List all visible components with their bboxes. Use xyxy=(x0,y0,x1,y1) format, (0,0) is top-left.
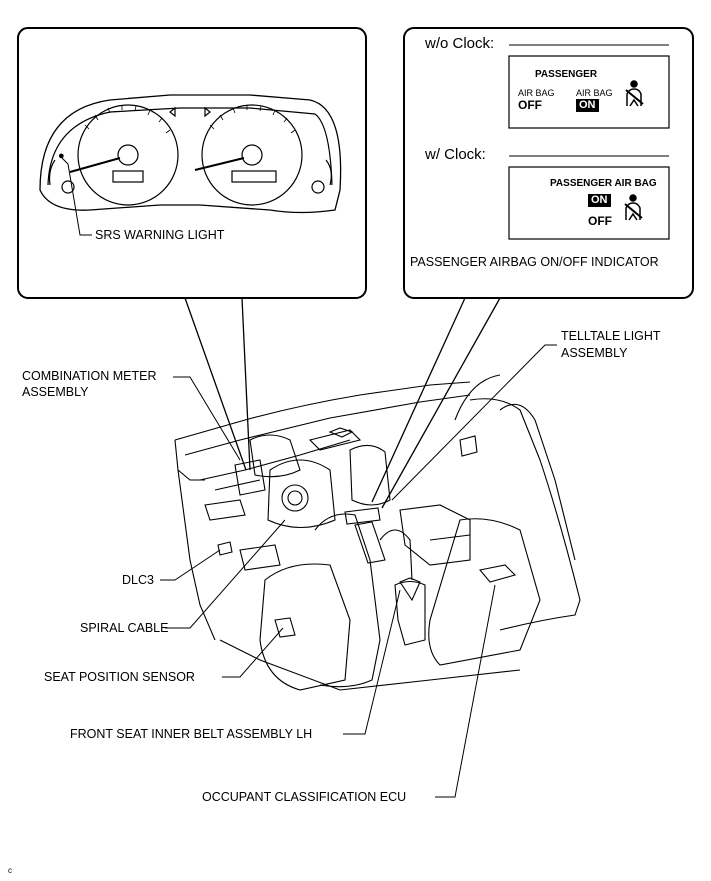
seatbelt-icon xyxy=(625,80,644,107)
srs-warning-icon: ● xyxy=(58,150,65,162)
w-clock-panel xyxy=(508,166,670,240)
wo-clock-panel xyxy=(508,55,670,129)
occupant-ecu-label: OCCUPANT CLASSIFICATION ECU xyxy=(202,790,407,804)
dashboard-drawing xyxy=(174,374,581,691)
srs-warning-light-label: SRS WARNING LIGHT xyxy=(95,228,225,242)
wo-clock-title: w/o Clock: xyxy=(425,35,495,52)
passenger-airbag-indicator-label: PASSENGER AIRBAG ON/OFF INDICATOR xyxy=(410,255,659,269)
seatbelt-icon xyxy=(624,194,643,221)
wo-clock-airbag-off: OFF xyxy=(518,98,542,112)
w-clock-on: ON xyxy=(588,194,611,207)
dlc3-label: DLC3 xyxy=(122,573,154,587)
meter-callout-box xyxy=(17,27,367,299)
telltale-label-2: ASSEMBLY xyxy=(561,346,628,360)
wo-clock-passenger: PASSENGER xyxy=(535,69,598,80)
seat-position-sensor-label: SEAT POSITION SENSOR xyxy=(44,670,195,684)
w-clock-off: OFF xyxy=(588,214,612,228)
w-clock-passenger-airbag: PASSENGER AIR BAG xyxy=(550,178,657,189)
corner-code: C xyxy=(8,866,12,875)
front-seat-belt-label: FRONT SEAT INNER BELT ASSEMBLY LH xyxy=(70,727,313,741)
spiral-cable-label: SPIRAL CABLE xyxy=(80,621,169,635)
telltale-label-1: TELLTALE LIGHT xyxy=(561,329,661,343)
combination-meter-label-1: COMBINATION METER xyxy=(22,369,157,383)
wo-clock-airbag-off-top: AIR BAG xyxy=(518,88,555,98)
combination-meter-label-2: ASSEMBLY xyxy=(22,385,89,399)
combination-meter-drawing xyxy=(39,94,342,214)
wo-clock-airbag-on-top: AIR BAG xyxy=(576,88,613,98)
wo-clock-airbag-on: ON xyxy=(576,99,599,112)
indicator-callout-box xyxy=(403,27,694,299)
w-clock-title: w/ Clock: xyxy=(425,146,486,163)
